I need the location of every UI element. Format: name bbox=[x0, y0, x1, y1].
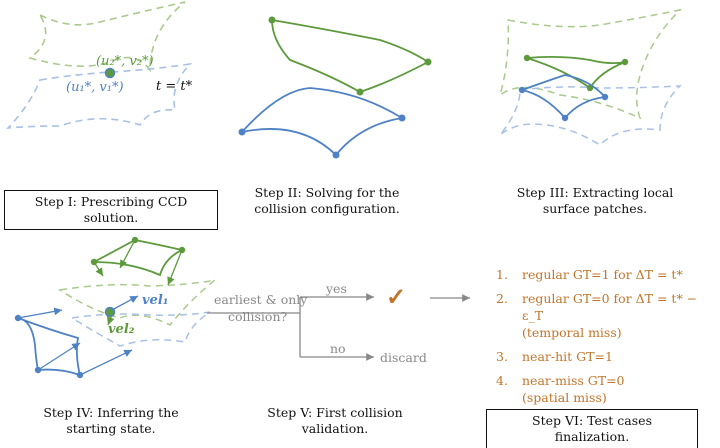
test-case-item: 1.regular GT=1 for ΔT = t* bbox=[496, 267, 683, 282]
discard-label: discard bbox=[380, 350, 427, 365]
yes-label: yes bbox=[326, 281, 347, 296]
question-line1: earliest & only bbox=[214, 292, 308, 307]
check-mark-icon: ✓ bbox=[386, 282, 407, 311]
step6-caption: Step VI: Test cases finalization. bbox=[486, 409, 698, 448]
step1-contact-point bbox=[104, 67, 116, 79]
step3-green-dashed bbox=[498, 8, 683, 120]
uv1-label: (u₁*, v₁*) bbox=[66, 80, 124, 95]
step3-blue-patch bbox=[518, 74, 607, 120]
vel2-label: vel₂ bbox=[108, 322, 135, 337]
test-case-list: 1.regular GT=1 for ΔT = t* 2.regular GT=… bbox=[496, 266, 720, 406]
step2-blue-patch bbox=[239, 87, 405, 157]
vel1-label: vel₁ bbox=[142, 293, 169, 308]
test-case-item: 4.near-miss GT=0 (spatial miss) bbox=[496, 373, 625, 405]
step4-green-patch bbox=[93, 239, 185, 277]
step4-blue-arrows bbox=[17, 307, 133, 376]
step4-blue-patch bbox=[17, 317, 82, 377]
step4-green-arrows bbox=[93, 239, 183, 286]
question-line2: collision? bbox=[228, 309, 288, 324]
test-case-item: 2.regular GT=0 for ΔT = t* − ε_T (tempor… bbox=[496, 291, 698, 340]
test-case-item: 3.near-hit GT=1 bbox=[496, 349, 613, 364]
step5-flow bbox=[207, 293, 470, 361]
step3-blue-dashed bbox=[499, 85, 682, 146]
time-label: t = t* bbox=[156, 79, 193, 94]
uv2-label: (u₂*, v₂*) bbox=[96, 54, 154, 69]
step2-green-patch bbox=[271, 18, 430, 93]
step4-blue-dashed bbox=[69, 311, 211, 347]
step1-caption: Step I: Prescribing CCD solution. bbox=[4, 190, 218, 230]
step1-green-surface bbox=[28, 1, 186, 73]
step1-blue-surface bbox=[5, 62, 193, 129]
step4-green-dashed bbox=[57, 279, 216, 326]
no-label: no bbox=[330, 341, 346, 356]
